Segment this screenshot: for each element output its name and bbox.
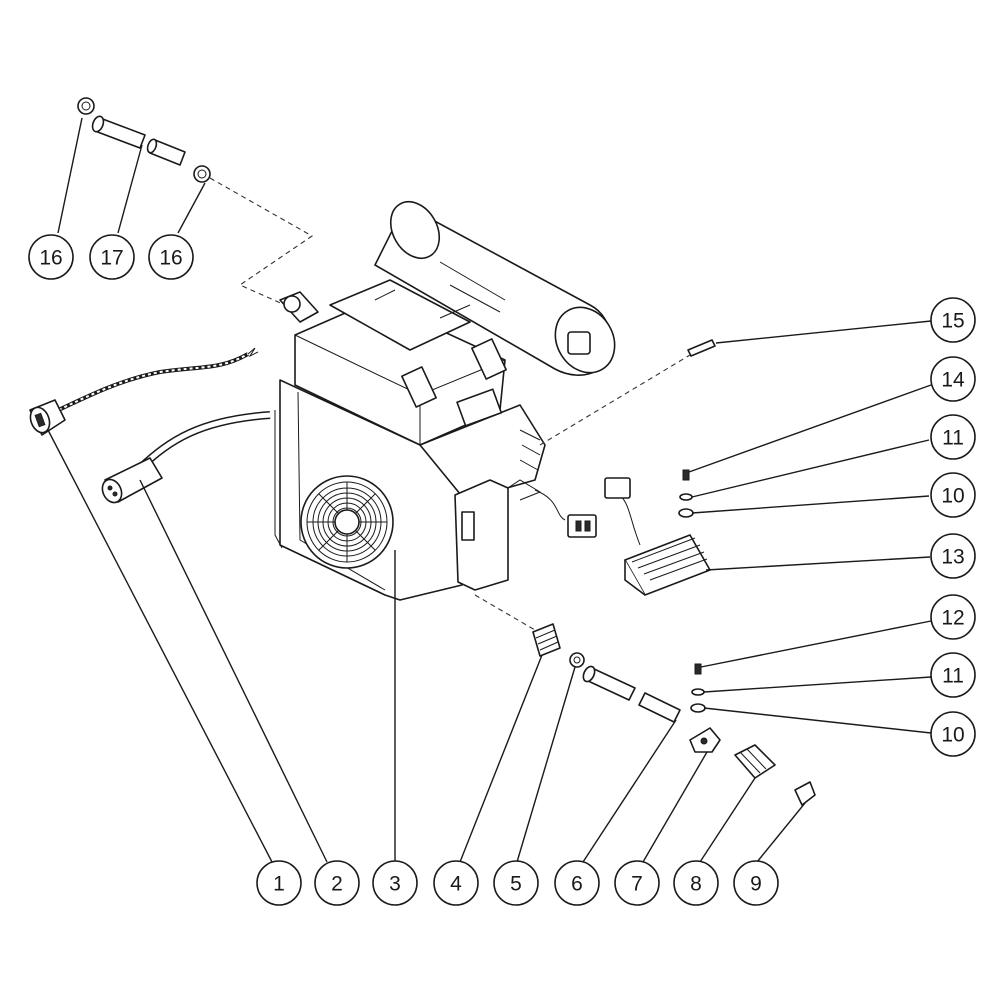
callout-13: 13 (930, 533, 976, 579)
flat-washer-lower (690, 703, 706, 713)
lock-washer-lower (691, 688, 705, 696)
callout-11-upper: 11 (930, 414, 976, 460)
callout-label: 11 (942, 665, 964, 688)
hose-clamp-lower (569, 652, 585, 668)
callout-label: 1 (273, 873, 285, 896)
fuel-hose-top (91, 115, 186, 166)
alternator-cable (101, 411, 271, 504)
hose-clamp-top-right (193, 165, 211, 183)
callout-label: 10 (941, 724, 964, 747)
callout-label: 16 (39, 247, 62, 270)
callout-label: 17 (100, 247, 123, 270)
callout-label: 9 (750, 873, 762, 896)
callout-label: 12 (941, 607, 964, 630)
wiring-harness (29, 347, 259, 436)
leader-lines (47, 117, 932, 863)
callout-label: 15 (941, 310, 964, 333)
callout-3: 3 (372, 860, 418, 906)
callout-7: 7 (614, 860, 660, 906)
fuel-fitting (532, 623, 561, 657)
mounting-clip (689, 727, 721, 753)
callout-label: 5 (510, 873, 522, 896)
callout-label: 6 (571, 873, 583, 896)
callout-label: 14 (941, 369, 965, 392)
callout-8: 8 (673, 860, 719, 906)
callout-5: 5 (493, 860, 539, 906)
callout-1: 1 (256, 860, 302, 906)
control-box (454, 479, 597, 591)
callout-label: 8 (690, 873, 702, 896)
callout-label: 3 (389, 873, 401, 896)
callout-10-lower: 10 (930, 711, 976, 757)
callout-2: 2 (314, 860, 360, 906)
callout-10-upper: 10 (930, 472, 976, 518)
callout-16-left: 16 (28, 234, 74, 280)
callout-label: 11 (942, 427, 964, 450)
fan-grille (300, 475, 394, 569)
dowel-pin (687, 339, 716, 357)
callout-9: 9 (733, 860, 779, 906)
routing-lines (209, 177, 691, 631)
callout-label: 7 (631, 873, 643, 896)
callout-4: 4 (433, 860, 479, 906)
callout-12: 12 (930, 594, 976, 640)
oil-pressure-sensor (734, 744, 776, 779)
screw-upper (682, 469, 690, 481)
flat-washer-upper (678, 508, 694, 518)
callout-6: 6 (554, 860, 600, 906)
callout-label: 2 (331, 873, 343, 896)
callout-14: 14 (930, 356, 976, 402)
hose-clamp-top-left (77, 97, 95, 115)
callout-15: 15 (930, 297, 976, 343)
cylinder-head (294, 279, 507, 446)
callout-17: 17 (89, 234, 135, 280)
callout-label: 13 (941, 546, 964, 569)
engine-assembly (274, 200, 616, 601)
drain-plug (794, 781, 816, 806)
callout-11-lower: 11 (930, 652, 976, 698)
voltage-regulator (604, 477, 711, 596)
fuel-hose-lower (582, 665, 681, 723)
lock-washer-upper (679, 493, 693, 501)
muffler (374, 200, 616, 376)
callout-label: 10 (941, 485, 964, 508)
callout-label: 16 (159, 247, 182, 270)
intake-fitting (279, 291, 319, 323)
callout-label: 4 (450, 873, 462, 896)
callout-16-right: 16 (148, 234, 194, 280)
screw-lower (694, 663, 702, 675)
